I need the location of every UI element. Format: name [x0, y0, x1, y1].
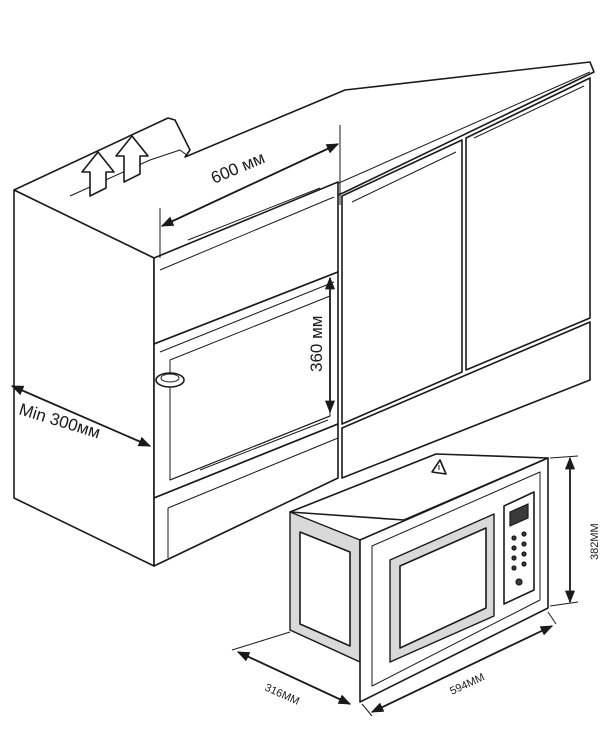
- base-plinth: [153, 423, 339, 567]
- cabinet-door-middle: [341, 139, 463, 425]
- dimension-niche-height: 360 мм: [307, 276, 336, 414]
- cabinet-right-lower: [341, 321, 591, 479]
- microwave-display: [509, 503, 529, 527]
- dimension-microwave-height: 382ММ: [549, 455, 601, 607]
- microwave-height-label: 382ММ: [589, 523, 601, 560]
- microwave-depth-label: 316ММ: [263, 682, 301, 708]
- ventilation-arrows: [81, 135, 149, 197]
- cable-hole: [155, 372, 185, 388]
- kitchen-cabinet: [13, 61, 595, 567]
- niche-height-label: 360 мм: [307, 316, 326, 372]
- cabinet-door-right: [465, 77, 591, 371]
- microwave-buttons: [511, 531, 527, 586]
- arrow-up-icon: [81, 151, 115, 197]
- microwave: [289, 453, 549, 703]
- microwave-width-label: 594ММ: [448, 671, 486, 697]
- arrow-up-icon: [115, 135, 149, 183]
